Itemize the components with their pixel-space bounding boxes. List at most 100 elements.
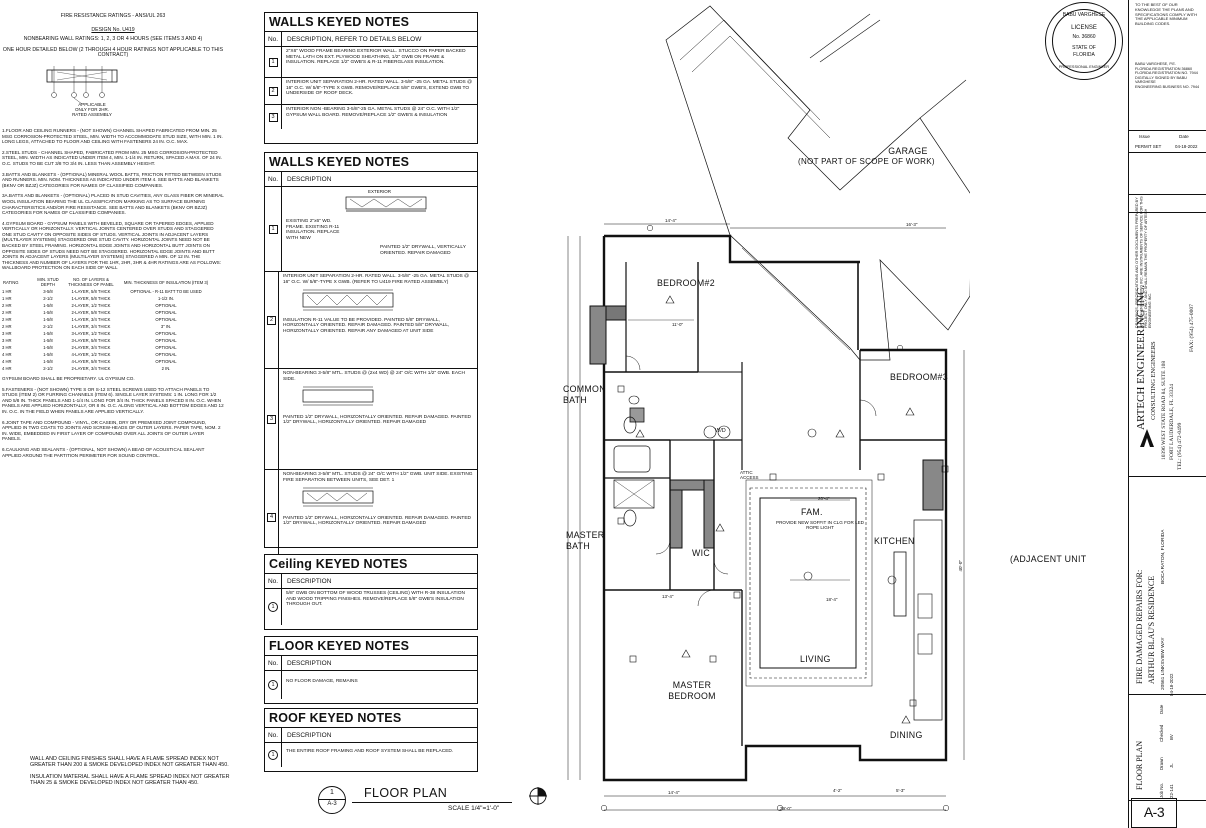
date2-label: Date <box>1159 704 1164 714</box>
room-wic: WIC <box>692 548 710 558</box>
room-master-bath: MASTER BATH <box>566 530 605 551</box>
sheet-date: 04-18-2022 <box>1169 673 1174 696</box>
firm-tel: TEL: (954) 472-0499 <box>1177 422 1183 470</box>
flame-spread-note: WALL AND CEILING FINISHES SHALL HAVE A F… <box>30 756 229 769</box>
date-value: 04-18-2022 <box>1175 144 1198 149</box>
floor-plan-drawing <box>567 5 970 812</box>
dim-label: 14'-4" <box>668 790 680 795</box>
gypsum-note: GYPSUM BOARD SHALL BE PROPRIETARY. UL GY… <box>2 376 135 382</box>
wall-detail-row: 2 INTERIOR UNIT SEPARATION 2-HR. RATED W… <box>265 272 477 369</box>
attic-access-label: ATTIC ACCESS <box>740 470 759 481</box>
soffit-note: PROVIDE NEW SOFFIT IN CLG FOR LED ROPE L… <box>776 520 864 531</box>
walls-note-row: 3 INTERIOR NON -BEARING 3-5/8"-25 GA. ME… <box>265 105 477 129</box>
design-number: DESIGN No. U419 <box>91 26 135 33</box>
dim-label: 16'-3" <box>906 222 918 227</box>
issue-value: PERMIT SET <box>1135 144 1162 149</box>
room-master-bedroom: MASTER BEDROOM <box>668 680 716 701</box>
engineer-info: BABU VARGHESE, P.E. FLORIDA REGISTRATION… <box>1135 62 1200 89</box>
note-paragraph: 3.BATTS AND BLANKETS - (OPTIONAL) MINERA… <box>2 171 222 188</box>
note-paragraph: 3A.BATTS AND BLANKETS - (OPTIONAL) PLACE… <box>2 193 224 216</box>
engineer-seal: BABU VARGHESE LICENSE No. 36860 STATE OF… <box>1045 2 1123 80</box>
unit-separation-section <box>302 289 394 311</box>
note-paragraph: 6.JOINT TAPE AND COMPOUND - VINYL, OR CA… <box>2 419 221 442</box>
dim-label: 5'-3" <box>896 788 905 793</box>
walls-notes-title: WALLS KEYED NOTES <box>265 13 477 32</box>
room-common-bath: COMMON BATH <box>563 384 606 405</box>
fire-separation-section <box>302 487 374 507</box>
applicable-note: APPLICABLE ONLY FOR 2HR. RATED ASSEMBLY <box>72 101 112 118</box>
room-bedroom-2: BEDROOM#2 <box>657 278 715 288</box>
garage-scope-note: (NOT PART OF SCOPE OF WORK) <box>798 157 935 166</box>
one-hour-note: ONE HOUR DETAILED BELOW (2 THROUGH 4 HOU… <box>2 46 224 59</box>
north-arrow-icon <box>529 787 547 805</box>
job-no-label: Job No. <box>1159 782 1164 798</box>
wall-detail-row: 3 NON-BEARING 3-5/8" MTL. STUDS @ (2x4 W… <box>265 369 477 470</box>
project-name: ARTHUR BLAU'S RESIDENCE <box>1147 575 1156 684</box>
wall-detail-row: 1 EXTERIOR EXISTING 2"x6" WD. FRAME. EXI… <box>265 187 477 272</box>
firm-subtitle: CONSULTING ENGINEERS <box>1150 341 1157 420</box>
walls-details-title: WALLS KEYED NOTES <box>265 153 477 172</box>
note-paragraph: 6.CAULKING AND SEALANTS - (OPTIONAL, NOT… <box>2 446 205 458</box>
dim-label: 18'-4" <box>826 597 838 602</box>
drawing-ref-bubble: 1 A-3 <box>318 786 346 814</box>
fire-rating-title: FIRE RESISTANCE RATINGS - ANSI/UL 263 <box>60 13 166 19</box>
walls-note-row: 2 INTERIOR UNIT SEPARATION 2-HR. RATED W… <box>265 78 477 105</box>
dim-label: 20'-4" <box>818 496 830 501</box>
ceiling-keyed-notes: Ceiling KEYED NOTES No. DESCRIPTION 1 5/… <box>264 554 478 630</box>
walls-keyed-notes-details: WALLS KEYED NOTES No. DESCRIPTION 1 EXTE… <box>264 152 478 564</box>
note-paragraph: 4.GYPSUM BOARD - GYPSUM PANELS WITH BEVE… <box>2 220 222 271</box>
checked-by: BV <box>1169 734 1174 740</box>
sheet-number: A-3 <box>1143 804 1165 820</box>
fire-rating-notes: FIRE RESISTANCE RATINGS - ANSI/UL 263 DE… <box>2 13 224 463</box>
title-block: BABU VARGHESE LICENSE No. 36860 STATE OF… <box>1045 0 1206 828</box>
dim-label: 4'-2" <box>833 788 842 793</box>
room-bedroom-3: BEDROOM#3 <box>890 372 948 382</box>
drawn-by: JL <box>1169 763 1174 768</box>
date-label: Date <box>1179 134 1189 139</box>
note-paragraph: 1.FLOOR AND CEILING RUNNERS - (NOT SHOWN… <box>2 127 223 145</box>
walls-note-row: 1 2"X6" WOOD FRAME BEARING EXTERIOR WALL… <box>265 47 477 78</box>
walls-keyed-notes-top: WALLS KEYED NOTES No. DESCRIPTION, REFER… <box>264 12 478 144</box>
room-kitchen: KITCHEN <box>874 536 915 546</box>
job-no: 22-141 <box>1169 784 1174 798</box>
checked-label: Checked <box>1159 724 1164 742</box>
nonbearing-ratings: NONBEARING WALL RATINGS: 1, 2, 3 OR 4 HO… <box>23 36 203 43</box>
adjacent-unit-label: (ADJACENT UNIT <box>1010 554 1087 564</box>
sheet-title: FLOOR PLAN <box>1135 740 1144 790</box>
assembly-section-drawing <box>46 65 118 105</box>
room-fam: FAM. <box>801 507 823 517</box>
room-dining: DINING <box>890 730 923 740</box>
plan-scale: SCALE 1/4"=1'-0" <box>448 805 500 812</box>
dim-label: 11'-0" <box>672 322 684 327</box>
firm-address-1: 10396 WEST STATE ROAD 84, SUITE 108 <box>1161 360 1167 460</box>
floor-keyed-notes: FLOOR KEYED NOTES No. DESCRIPTION 1 NO F… <box>264 636 478 704</box>
insulation-note: INSULATION MATERIAL SHALL HAVE A FLAME S… <box>30 773 230 787</box>
title-underline <box>352 802 512 803</box>
wall-detail-row: 4 NON-BEARING 3-5/8" MTL. STUDS @ 24" O/… <box>265 470 477 564</box>
certification-text: TO THE BEST OF OUR KNOWLEDGE THE PLANS A… <box>1135 2 1198 27</box>
sheet-number-box: A-3 <box>1131 798 1177 828</box>
ul-assembly-detail: APPLICABLE ONLY FOR 2HR. RATED ASSEMBLY <box>2 64 224 128</box>
note-paragraph: 5.FASTENERS - (NOT SHOWN) TYPE S OR S-12… <box>2 386 224 414</box>
project-title: FIRE DAMAGED REPAIRS FOR: <box>1135 569 1144 684</box>
dim-label: 39'-0" <box>780 806 792 811</box>
project-address: 20561 LINKSVIEW WAY <box>1161 637 1166 690</box>
project-city: BOCA RATON, FLORIDA <box>1161 529 1166 584</box>
firm-fax: FAX: (954) 475-0007 <box>1189 304 1195 352</box>
washer-dryer-label: W/D <box>715 428 726 434</box>
drawn-label: Drawn <box>1159 757 1164 770</box>
exterior-wall-section <box>345 196 427 211</box>
firm-address-2: FORT LAUDERDALE, FL 33324 <box>1169 383 1175 460</box>
firm-logo-icon <box>1140 429 1154 447</box>
